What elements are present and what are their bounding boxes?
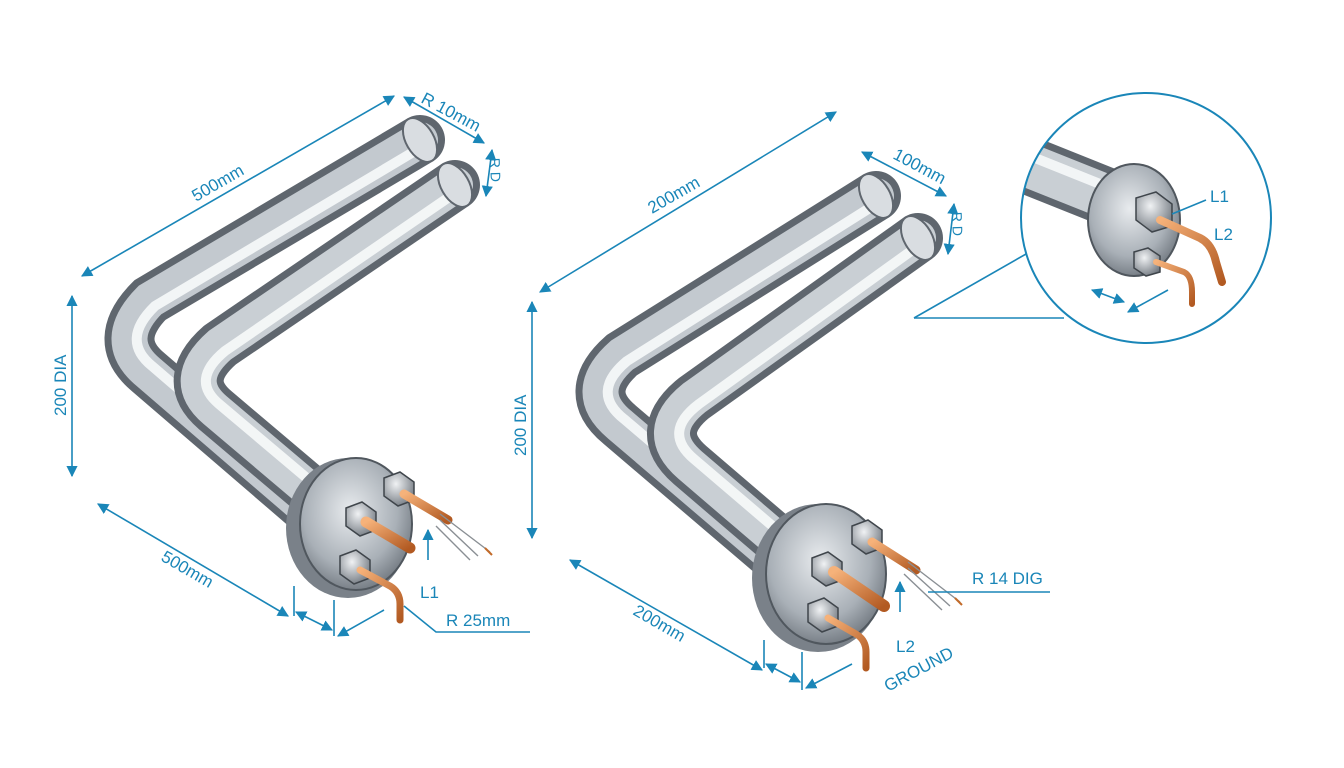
right-end-radius: R D (949, 212, 966, 237)
left-terminal-label: L1 (420, 583, 439, 602)
right-terminal-radius: R 14 DIG (972, 569, 1043, 588)
left-terminal-rod (399, 489, 453, 525)
right-terminal-label: L2 (896, 637, 915, 656)
detail-label-l1: L1 (1210, 187, 1229, 206)
right-wires (903, 561, 961, 611)
ground-label: GROUND (881, 643, 957, 695)
right-heating-element (575, 171, 963, 672)
detail-nut-small (1133, 247, 1161, 277)
detail-circle (1020, 92, 1272, 344)
left-height: 200 DIA (51, 354, 70, 416)
detail-copper-terminal (1156, 216, 1226, 286)
left-end-radius: R D (487, 158, 504, 183)
right-terminal-rod (867, 537, 921, 575)
detail-label-l2: L2 (1214, 225, 1233, 244)
right-terminal-rod-mid (828, 566, 890, 612)
left-wires (435, 513, 491, 561)
left-terminal-bend (356, 566, 404, 624)
left-terminal-rod-mid (360, 516, 416, 554)
left-front-tube (173, 160, 480, 545)
right-height: 200 DIA (511, 394, 530, 456)
left-bottom-length: 500mm (158, 547, 217, 592)
left-terminal-radius: R 25mm (446, 611, 510, 630)
right-terminal-bend (824, 614, 870, 672)
right-flange (752, 503, 963, 672)
detail-view: L1 L2 (913, 92, 1272, 344)
left-top-length: 500mm (189, 161, 248, 206)
left-heating-element (104, 115, 493, 624)
right-back-tube (575, 171, 901, 595)
left-flange (286, 457, 493, 624)
right-front-tube (647, 213, 943, 597)
detail-copper-wire (1153, 259, 1195, 307)
right-bottom-length: 200mm (630, 601, 689, 646)
